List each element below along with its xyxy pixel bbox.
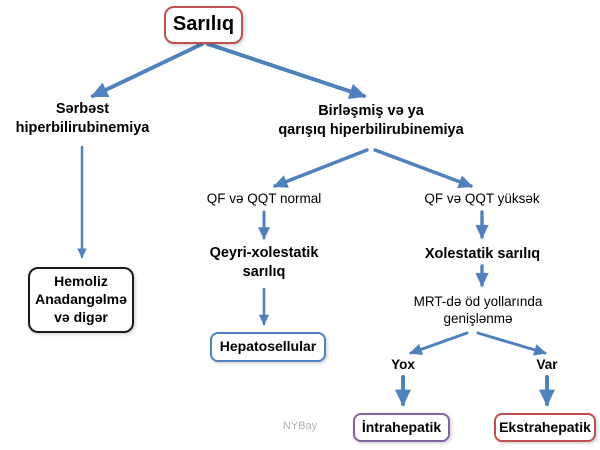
no-option-label: Yox — [391, 357, 415, 373]
arrow-right-branch-to-qf-normal — [273, 148, 369, 188]
right-branch-label: Birləşmiş və ya qarışıq hiperbilirubinem… — [278, 103, 464, 138]
arrow-root-to-left-branch — [90, 42, 204, 98]
extrahepatic-node: Ekstrahepatik — [494, 413, 596, 442]
arrow-root-to-right-branch — [206, 42, 367, 100]
arrow-right-branch-to-qf-high — [373, 148, 473, 189]
yes-option-label: Var — [536, 357, 558, 373]
root-node-sariliq: Sarılıq — [164, 6, 243, 44]
hemolysis-node: Hemoliz Anadangəlmə və digər — [28, 267, 134, 333]
cholestatic-label: Xolestatik sarılıq — [424, 245, 541, 262]
mrt-label: MRT-də öd yollarında genişlənmə — [413, 293, 543, 326]
non-cholestatic-label: Qeyri-xolestatik sarılıq — [209, 245, 319, 280]
qf-high-label: QF və QQT yüksək — [424, 191, 540, 207]
watermark: NYBay — [282, 419, 318, 432]
hepatocellular-node: Hepatosellular — [210, 332, 326, 362]
arrow-mrt-to-yes — [476, 331, 547, 356]
intrahepatic-node: İntrahepatik — [353, 413, 450, 442]
qf-normal-label: QF və QQT normal — [206, 191, 322, 207]
arrow-mrt-to-no — [409, 331, 469, 356]
left-branch-label: Sərbəst hiperbilirubinemiya — [15, 101, 150, 136]
